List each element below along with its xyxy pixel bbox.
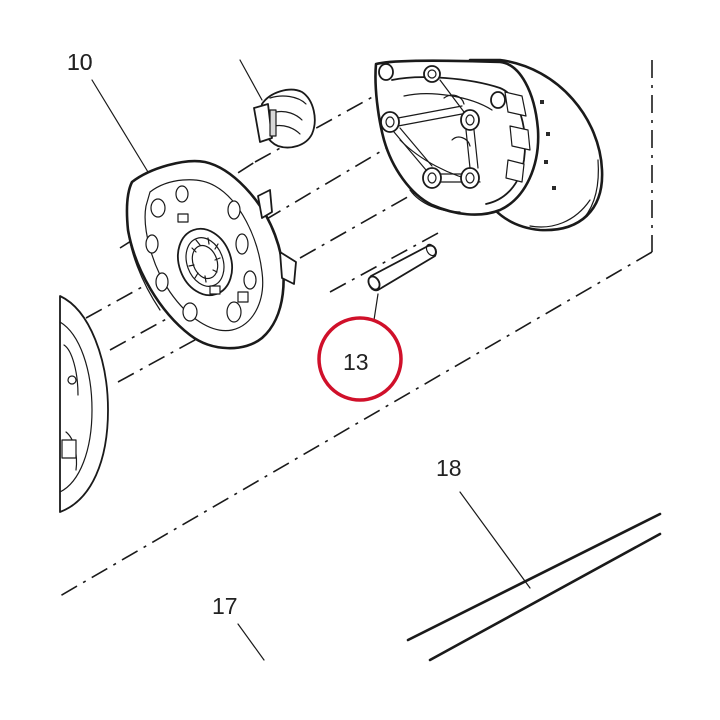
left-rotor-part — [59, 295, 109, 513]
housing-bosses — [378, 63, 506, 189]
callout-18: 18 — [436, 455, 462, 481]
bottom-crop-mask — [0, 662, 720, 720]
sheave-housing-part — [374, 58, 604, 232]
callout-17: 17 — [212, 593, 238, 619]
top-crop-mask — [0, 0, 720, 58]
callout-10-top: 10 — [67, 49, 93, 75]
pin-part — [367, 243, 437, 292]
spider-plate-part — [125, 159, 297, 350]
shaft-part — [406, 512, 662, 662]
left-crop-mask — [0, 58, 58, 662]
callout-13: 13 — [343, 349, 369, 375]
assembly-frame — [59, 60, 653, 597]
highlight-ring — [317, 316, 403, 402]
right-crop-mask — [662, 58, 720, 662]
leader-lines — [91, 59, 531, 661]
roller-weight-part — [253, 88, 316, 149]
callout-labels: 10 13 18 17 — [67, 49, 462, 619]
